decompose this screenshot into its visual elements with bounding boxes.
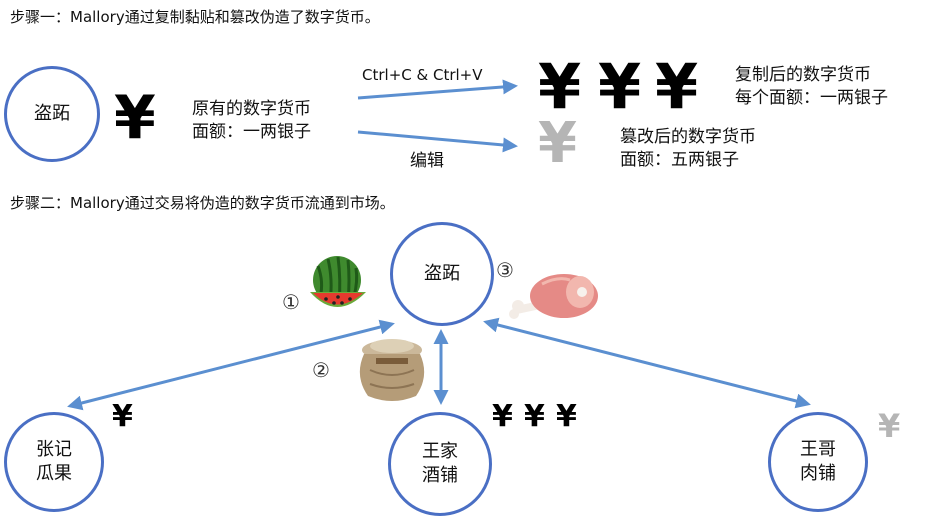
original-currency-caption: 原有的数字货币 面额：一两银子 [192,98,311,144]
thief-node-step2: 盗跖 [390,222,494,326]
copied-currency-value: 每个面额：一两银子 [735,88,888,108]
original-currency-title: 原有的数字货币 [192,99,311,119]
copied-yen-icon-2: ¥ [598,50,642,123]
meat-shop-line1: 王哥 [800,439,836,460]
thief-node-step1: 盗跖 [4,66,100,162]
trade-arrow-fruit [67,319,395,411]
tampered-currency-title: 篡改后的数字货币 [620,127,756,147]
copied-yen-icon-3: ¥ [655,50,699,123]
trade-arrow-meat [483,317,811,409]
original-currency-value: 面额：一两银子 [192,122,311,142]
wine-payment-yen-icon-1: ¥ [492,399,513,434]
step-two-caption: 步骤二：Mallory通过交易将伪造的数字货币流通到市场。 [10,194,395,212]
edit-arrow [357,130,518,153]
wine-shop-line2: 酒铺 [422,465,458,486]
step-marker-1: ① [282,290,300,314]
copied-yen-icon-1: ¥ [538,50,582,123]
thief-center-label: 盗跖 [424,263,460,284]
step-marker-2: ② [312,358,330,382]
copy-arrow [357,79,518,100]
fruit-shop-node: 张记 瓜果 [4,412,104,512]
copied-currency-title: 复制后的数字货币 [735,65,871,85]
copy-paste-label: Ctrl+C & Ctrl+V [362,66,483,84]
step-marker-3: ③ [496,258,514,282]
watermelon-icon [310,256,366,307]
wine-shop-node: 王家 酒铺 [388,412,492,516]
step-one-caption: 步骤一：Mallory通过复制黏贴和篡改伪造了数字货币。 [10,8,380,26]
fruit-shop-line2: 瓜果 [36,463,72,484]
tampered-yen-icon: ¥ [538,111,577,176]
wine-payment-yen-icon-2: ¥ [524,399,545,434]
tampered-currency-value: 面额：五两银子 [620,150,739,170]
wine-jar-icon [359,339,425,401]
edit-label: 编辑 [410,151,444,171]
thief-label: 盗跖 [34,103,70,124]
wine-shop-line1: 王家 [422,441,458,462]
fruit-shop-line1: 张记 [36,439,72,460]
wine-payment-yen-icon-3: ¥ [556,399,577,434]
fruit-payment-yen-icon: ¥ [112,399,133,434]
ham-icon [509,274,598,319]
meat-payment-tampered-yen-icon: ¥ [878,407,901,445]
copied-currency-caption: 复制后的数字货币 每个面额：一两银子 [735,64,888,110]
meat-shop-node: 王哥 肉铺 [768,412,868,512]
tampered-currency-caption: 篡改后的数字货币 面额：五两银子 [620,126,756,172]
original-yen-icon: ¥ [114,83,156,153]
meat-shop-line2: 肉铺 [800,463,836,484]
